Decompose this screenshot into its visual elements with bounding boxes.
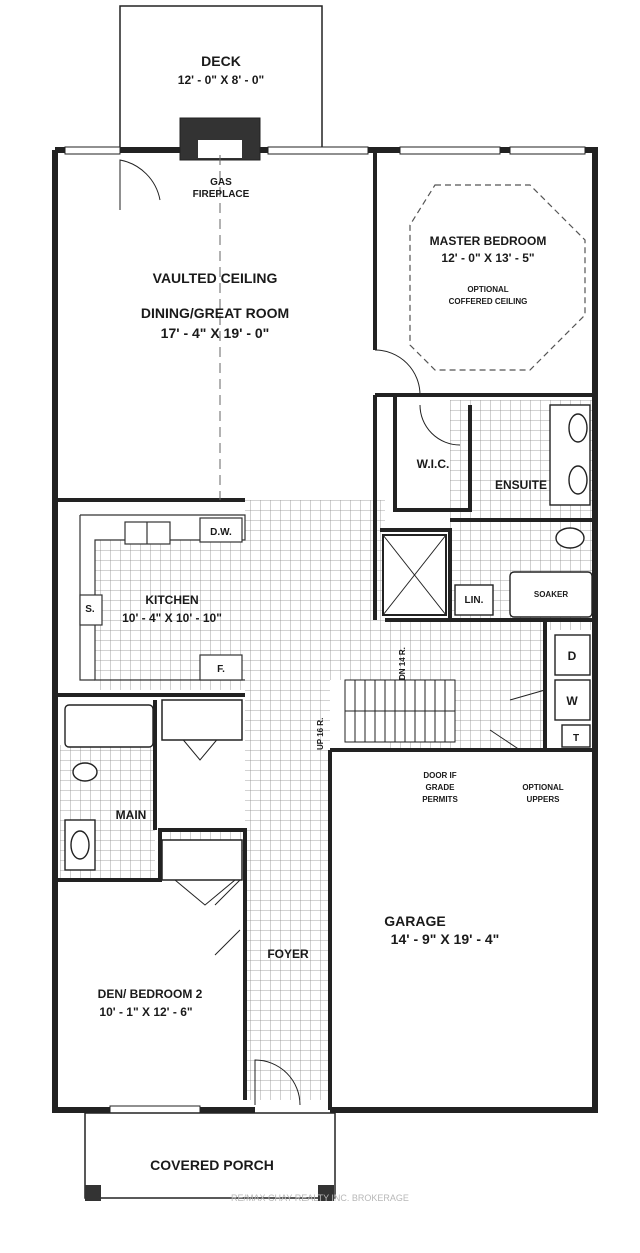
closets bbox=[161, 699, 243, 881]
tub-tray-label: T bbox=[573, 733, 579, 744]
master-note1: OPTIONAL bbox=[467, 285, 508, 294]
soaker-label: SOAKER bbox=[534, 590, 568, 599]
fireplace bbox=[179, 117, 261, 161]
great-room-line2: DINING/GREAT ROOM bbox=[141, 305, 289, 321]
watermark: RE/MAX CHAY REALTY INC. BROKERAGE bbox=[231, 1193, 409, 1203]
wic-name: W.I.C. bbox=[417, 457, 450, 471]
kitchen-counters bbox=[79, 514, 246, 681]
kitchen-name: KITCHEN bbox=[145, 593, 198, 607]
door-swings bbox=[119, 159, 546, 1106]
shower bbox=[382, 534, 447, 616]
door-note-line2: GRADE bbox=[426, 783, 456, 792]
sink-label: S. bbox=[85, 604, 95, 615]
windows bbox=[64, 146, 586, 1114]
dw-label: D.W. bbox=[210, 527, 232, 538]
master-note2: COFFERED CEILING bbox=[449, 297, 528, 306]
washer-label: W bbox=[566, 694, 578, 708]
laundry bbox=[554, 634, 591, 748]
den-name: DEN/ BEDROOM 2 bbox=[98, 987, 203, 1001]
coffered-ceiling-outline bbox=[409, 184, 586, 371]
master-name: MASTER BEDROOM bbox=[430, 234, 547, 248]
door-note-line1: DOOR IF bbox=[423, 771, 456, 780]
stairs-up-label: UP 16 R. bbox=[316, 718, 325, 750]
deck-dim: 12' - 0" X 8' - 0" bbox=[178, 73, 264, 87]
stairs-down-label: DN 14 R. bbox=[398, 647, 407, 680]
uppers-line2: UPPERS bbox=[527, 795, 561, 804]
den-dim: 10' - 1" X 12' - 6" bbox=[99, 1005, 192, 1019]
foyer-label: FOYER bbox=[267, 947, 309, 961]
fireplace-line2: FIREPLACE bbox=[193, 189, 250, 200]
garage-name: GARAGE bbox=[384, 913, 445, 929]
great-room-dim: 17' - 4" X 19' - 0" bbox=[161, 325, 270, 341]
porch bbox=[84, 1112, 336, 1201]
uppers-line1: OPTIONAL bbox=[522, 783, 563, 792]
door-note-line3: PERMITS bbox=[422, 795, 458, 804]
stairs bbox=[344, 679, 456, 743]
linen-label: LIN. bbox=[465, 595, 484, 606]
fireplace-line1: GAS bbox=[210, 177, 232, 188]
dryer-label: D bbox=[568, 649, 577, 663]
fridge-label: F. bbox=[217, 664, 225, 675]
deck-name: DECK bbox=[201, 53, 241, 69]
great-room-line1: VAULTED CEILING bbox=[153, 270, 278, 286]
kitchen-dim: 10' - 4" X 10' - 10" bbox=[122, 611, 222, 625]
garage-dim: 14' - 9" X 19' - 4" bbox=[391, 931, 500, 947]
interior-walls bbox=[55, 150, 595, 1110]
ensuite-name: ENSUITE bbox=[495, 478, 547, 492]
bath-fixtures bbox=[64, 404, 593, 871]
master-dim: 12' - 0" X 13' - 5" bbox=[441, 251, 534, 265]
main-bath-label: MAIN bbox=[116, 808, 147, 822]
porch-name: COVERED PORCH bbox=[150, 1157, 274, 1173]
